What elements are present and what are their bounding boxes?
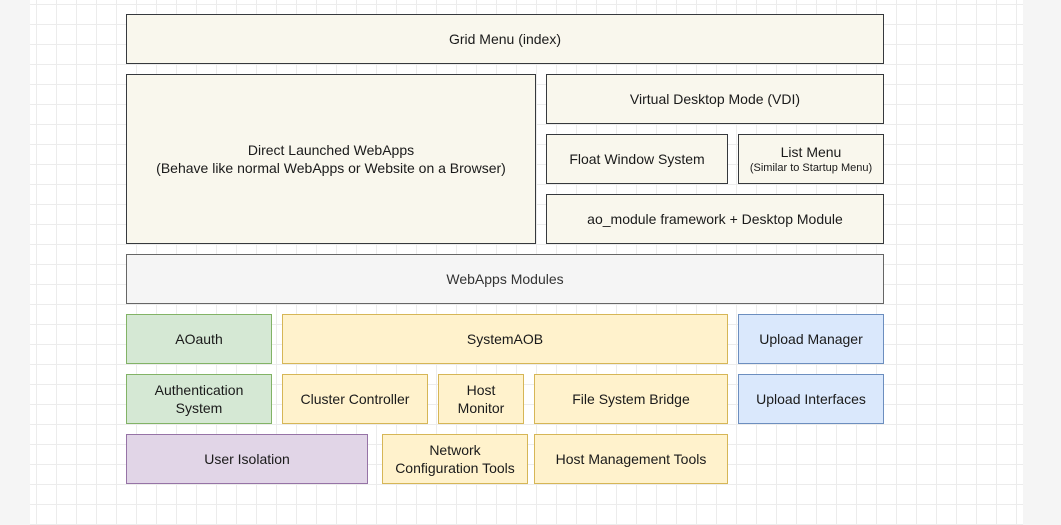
webapps-modules-box: WebApps Modules — [126, 254, 884, 304]
host-monitor-line2: Monitor — [457, 400, 505, 416]
vdi-label: Virtual Desktop Mode (VDI) — [629, 91, 801, 107]
aoauth-label: AOauth — [175, 331, 223, 347]
cluster-controller-box: Cluster Controller — [282, 374, 428, 424]
network-config-box: Network Configuration Tools — [382, 434, 528, 484]
list-menu-title: List Menu — [780, 144, 842, 160]
list-menu-subtitle: (Similar to Startup Menu) — [749, 162, 873, 174]
host-monitor-box: Host Monitor — [438, 374, 524, 424]
systemaob-label: SystemAOB — [466, 331, 544, 347]
file-system-bridge-label: File System Bridge — [572, 391, 690, 407]
user-isolation-label: User Isolation — [204, 451, 290, 467]
systemaob-box: SystemAOB — [282, 314, 728, 364]
grid-menu-label: Grid Menu (index) — [448, 31, 562, 47]
ao-module-box: ao_module framework + Desktop Module — [546, 194, 884, 244]
network-config-line2: Configuration Tools — [395, 460, 515, 476]
network-config-line1: Network — [429, 442, 481, 458]
upload-manager-label: Upload Manager — [759, 331, 863, 347]
upload-interfaces-box: Upload Interfaces — [738, 374, 884, 424]
webapps-modules-label: WebApps Modules — [446, 271, 564, 287]
direct-webapps-title: Direct Launched WebApps — [247, 142, 415, 158]
user-isolation-box: User Isolation — [126, 434, 368, 484]
cluster-controller-label: Cluster Controller — [300, 391, 410, 407]
upload-interfaces-label: Upload Interfaces — [756, 391, 866, 407]
float-window-box: Float Window System — [546, 134, 728, 184]
authentication-box: Authentication System — [126, 374, 272, 424]
direct-webapps-box: Direct Launched WebApps (Behave like nor… — [126, 74, 536, 244]
host-management-label: Host Management Tools — [555, 451, 707, 467]
authentication-line2: System — [175, 400, 223, 416]
vdi-box: Virtual Desktop Mode (VDI) — [546, 74, 884, 124]
file-system-bridge-box: File System Bridge — [534, 374, 728, 424]
direct-webapps-subtitle: (Behave like normal WebApps or Website o… — [156, 160, 506, 176]
float-window-label: Float Window System — [569, 151, 705, 167]
aoauth-box: AOauth — [126, 314, 272, 364]
upload-manager-box: Upload Manager — [738, 314, 884, 364]
authentication-line1: Authentication — [154, 382, 244, 398]
host-monitor-line1: Host — [466, 382, 496, 398]
list-menu-box: List Menu (Similar to Startup Menu) — [738, 134, 884, 184]
grid-menu-box: Grid Menu (index) — [126, 14, 884, 64]
host-management-box: Host Management Tools — [534, 434, 728, 484]
ao-module-label: ao_module framework + Desktop Module — [587, 211, 843, 227]
